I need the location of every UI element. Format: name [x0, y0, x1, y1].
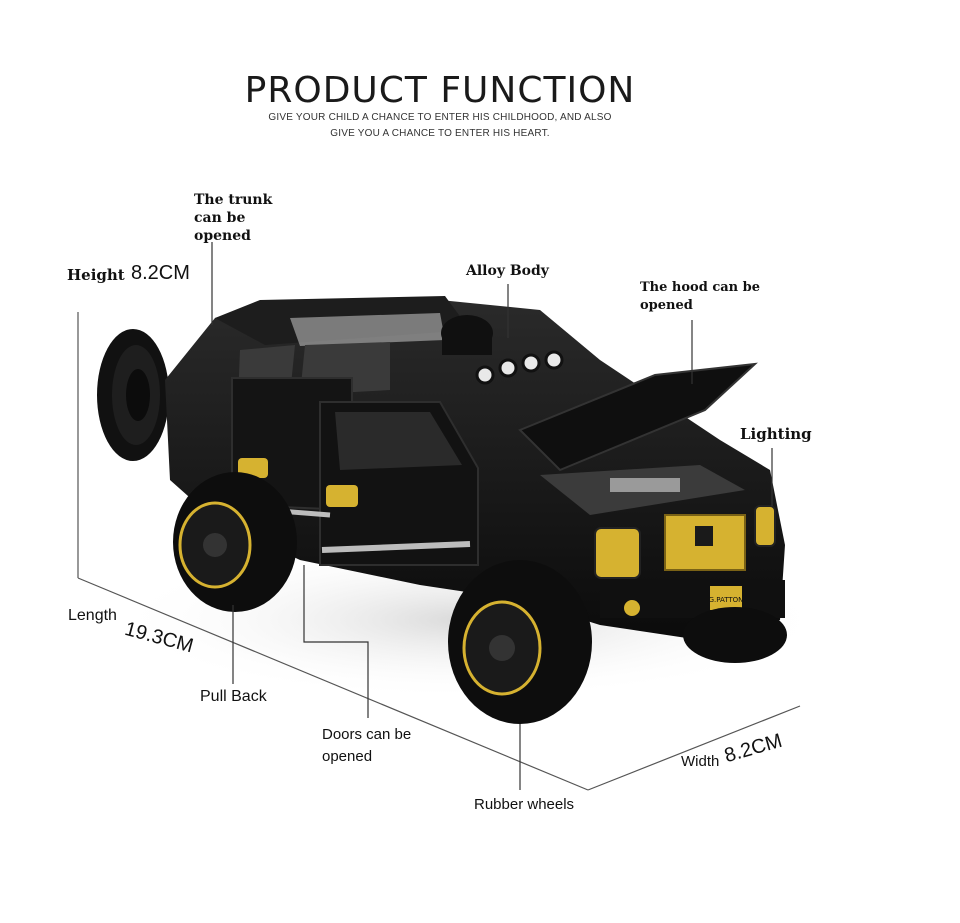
sunroof — [290, 313, 445, 346]
doors-callout-line-2: opened — [322, 748, 373, 765]
subtitle-line-1: GIVE YOUR CHILD A CHANCE TO ENTER HIS CH… — [268, 112, 612, 123]
headlight-right — [754, 505, 776, 547]
alloy-body-callout: Alloy Body — [466, 263, 549, 279]
hood-callout-line-1: The hood can be — [640, 280, 761, 295]
rubber-wheels-callout: Rubber wheels — [474, 796, 575, 813]
width-label: Width — [681, 753, 720, 770]
license-plate — [710, 586, 742, 610]
headlight-left — [594, 527, 641, 579]
length-dimension-line — [77, 577, 589, 791]
length-label: Length — [68, 607, 117, 624]
trunk-callout: The trunk can be opened — [194, 191, 272, 245]
subtitle-line-2: GIVE YOU A CHANCE TO ENTER HIS HEART. — [330, 128, 550, 139]
height-value: 8.2CM — [131, 262, 190, 284]
doors-leader — [303, 565, 369, 718]
trunk-callout-line-2: can be — [194, 210, 246, 226]
hood-callout: The hood can be opened — [640, 279, 760, 315]
spare-tire — [97, 329, 169, 461]
page-title: PRODUCT FUNCTION — [244, 70, 636, 111]
front-grille — [664, 514, 746, 571]
far-front-wheel — [683, 607, 787, 663]
width-dimension-line — [587, 705, 801, 791]
height-label: Height — [67, 266, 125, 284]
hood-callout-line-2: opened — [640, 298, 693, 313]
trunk-callout-line-3: opened — [194, 228, 251, 244]
doors-callout-line-1: Doors can be — [322, 726, 412, 743]
plate-text: G.PATTON — [709, 596, 744, 604]
lighting-callout: Lighting — [740, 425, 812, 443]
hood — [518, 362, 758, 472]
doors-callout: Doors can be opened — [322, 724, 411, 768]
rear-wheel — [173, 472, 297, 612]
trunk-callout-line-1: The trunk — [194, 192, 273, 208]
light-bar — [475, 350, 564, 385]
pull-back-callout: Pull Back — [200, 688, 267, 705]
front-wheel — [448, 560, 592, 724]
